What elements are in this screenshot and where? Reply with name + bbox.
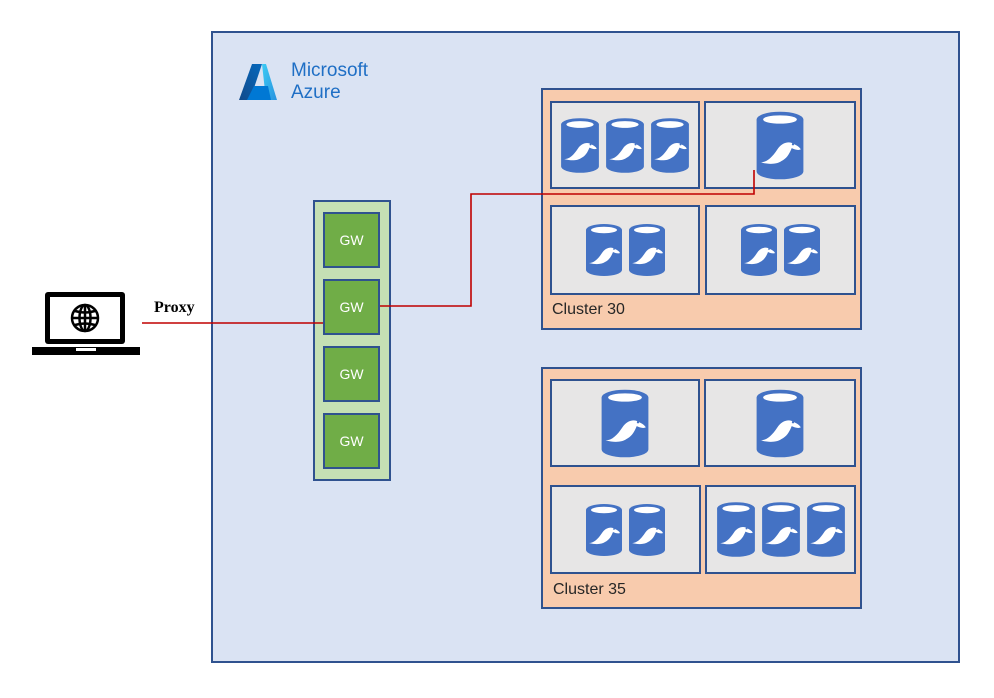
mariadb-database-icon [601, 389, 649, 457]
mariadb-database-icon [784, 224, 820, 276]
mariadb-database-icon [741, 224, 777, 276]
cluster-30-node-1 [550, 101, 700, 189]
cluster-35-node-4 [705, 485, 856, 574]
gateway-2: GW [323, 279, 380, 335]
proxy-label: Proxy [154, 299, 195, 316]
mariadb-database-icon [586, 503, 622, 556]
cluster-35-node-1 [550, 379, 700, 467]
brand-name-line1: Microsoft [291, 60, 369, 81]
mariadb-database-icon [628, 224, 665, 276]
cluster-30-label: Cluster 30 [552, 301, 625, 318]
mariadb-database-icon [585, 224, 622, 276]
mariadb-database-icon [756, 389, 804, 457]
gateway-4: GW [323, 413, 380, 469]
mariadb-database-icon [651, 117, 689, 173]
mariadb-database-icon [606, 117, 644, 173]
mariadb-database-icon [806, 502, 845, 557]
mariadb-database-icon [756, 111, 804, 179]
cluster-35-node-3 [550, 485, 701, 574]
mariadb-database-icon [761, 502, 800, 557]
cluster-35-label: Cluster 35 [553, 581, 626, 598]
mariadb-database-icon [629, 503, 665, 556]
gateway-1: GW [323, 212, 380, 268]
cluster-35-node-2 [704, 379, 856, 467]
cluster-30-node-4 [705, 205, 856, 295]
cluster-30-node-3 [550, 205, 700, 295]
mariadb-database-icon [716, 502, 755, 557]
cluster-30-node-2 [704, 101, 856, 189]
laptop-globe-icon [32, 292, 140, 355]
azure-logo-icon [239, 64, 277, 100]
brand-name-line2: Azure [291, 82, 341, 103]
gateway-3: GW [323, 346, 380, 402]
mariadb-database-icon [561, 117, 599, 173]
